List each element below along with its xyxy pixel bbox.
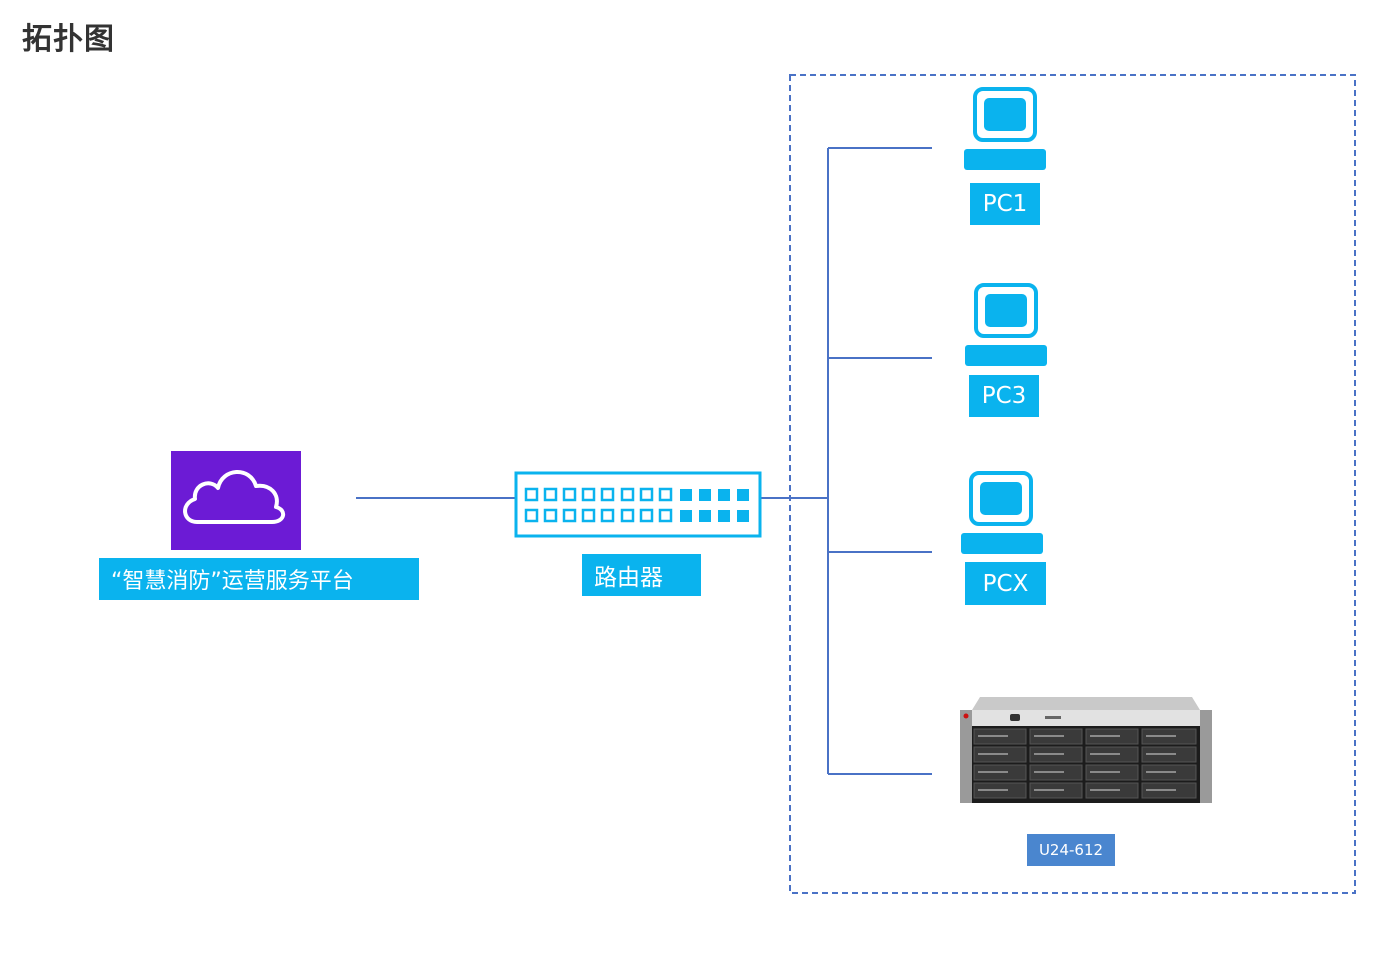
switch-icon (514, 471, 762, 538)
pc1-label: PC1 (970, 183, 1040, 225)
cloud-icon (171, 451, 301, 550)
computer-icon (964, 87, 1046, 170)
connection-lines (356, 147, 932, 775)
server-label: U24-612 (1027, 834, 1115, 866)
pc3-label: PC3 (969, 375, 1039, 417)
rack-server-icon (960, 697, 1212, 803)
computer-icon (961, 471, 1043, 554)
page-title: 拓扑图 (22, 22, 115, 57)
lan-boundary (789, 74, 1356, 894)
pcx-label: PCX (965, 562, 1046, 605)
router-label: 路由器 (582, 554, 701, 596)
computer-icon (965, 283, 1047, 366)
cloud-platform-label: “智慧消防”运营服务平台 (99, 558, 419, 600)
